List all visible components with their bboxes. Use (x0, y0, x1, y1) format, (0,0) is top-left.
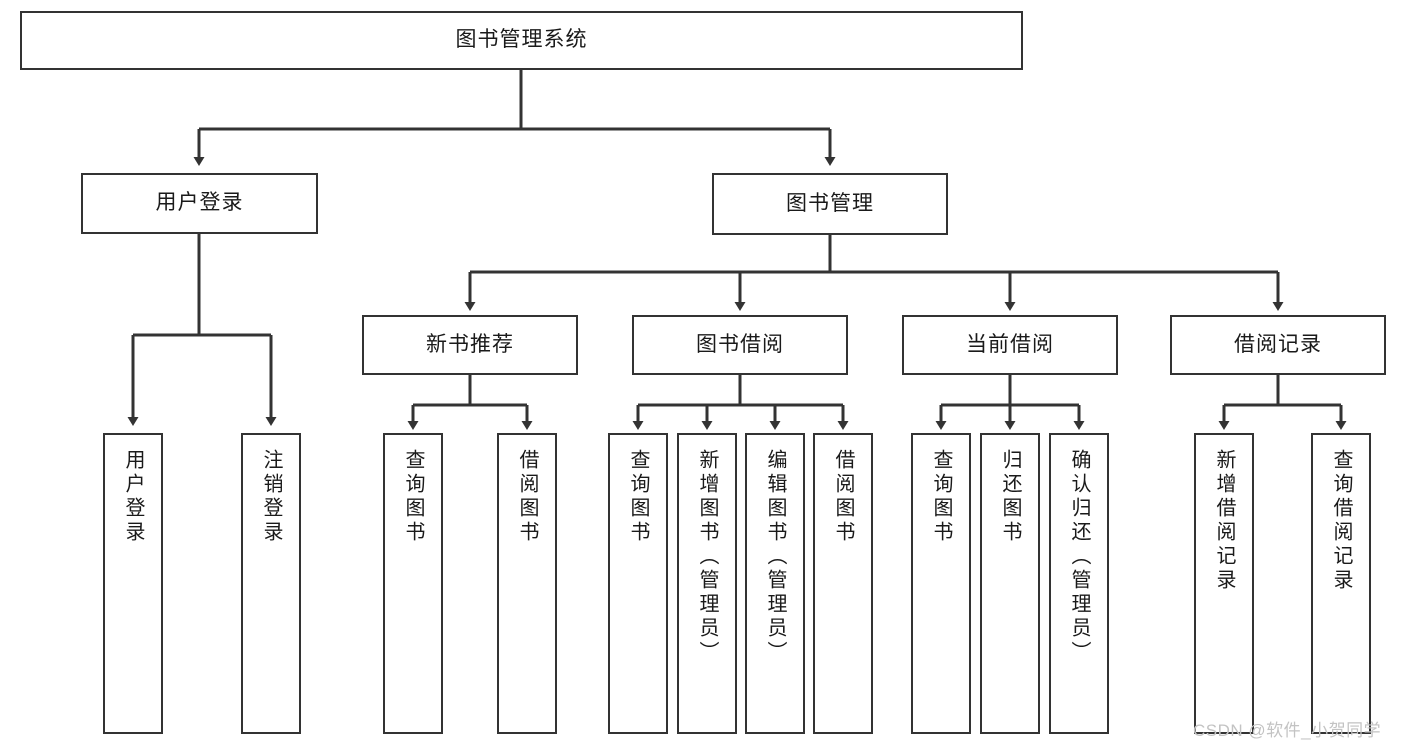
node-label: 用户登录 (155, 191, 244, 215)
node-leaf-borrow-query-book[interactable]: 查询图书 (608, 433, 668, 734)
node-leaf-user-login[interactable]: 用户登录 (103, 433, 163, 734)
node-branch-book-management[interactable]: 图书管理 (712, 173, 948, 235)
node-group-current-borrow[interactable]: 当前借阅 (902, 315, 1118, 375)
node-leaf-borrow-borrow-book[interactable]: 借阅图书 (813, 433, 873, 734)
node-leaf-user-logout[interactable]: 注销登录 (241, 433, 301, 734)
node-leaf-current-query-book[interactable]: 查询图书 (911, 433, 971, 734)
node-leaf-recommend-query-book[interactable]: 查询图书 (383, 433, 443, 734)
node-label: 新增图书（管理员） (696, 449, 718, 665)
node-label: 借阅图书 (516, 449, 538, 545)
node-label: 编辑图书（管理员） (764, 449, 786, 665)
node-label: 归还图书 (999, 449, 1021, 545)
node-group-new-book-recommend[interactable]: 新书推荐 (362, 315, 578, 375)
node-label: 图书管理系统 (455, 28, 588, 52)
node-label: 图书借阅 (696, 332, 784, 356)
node-label: 查询借阅记录 (1330, 449, 1352, 593)
node-label: 当前借阅 (966, 332, 1054, 356)
node-leaf-borrow-add-book[interactable]: 新增图书（管理员） (677, 433, 737, 734)
node-leaf-current-confirm-return[interactable]: 确认归还（管理员） (1049, 433, 1109, 734)
watermark-text: CSDN @软件_小贺同学 (1193, 721, 1382, 740)
node-label: 借阅图书 (832, 449, 854, 545)
node-label: 用户登录 (122, 449, 144, 545)
node-label: 新增借阅记录 (1213, 449, 1235, 593)
node-group-borrow-record[interactable]: 借阅记录 (1170, 315, 1386, 375)
node-label: 新书推荐 (426, 332, 514, 356)
node-leaf-borrow-edit-book[interactable]: 编辑图书（管理员） (745, 433, 805, 734)
node-label: 确认归还（管理员） (1068, 449, 1090, 665)
node-branch-user-login[interactable]: 用户登录 (81, 173, 318, 234)
node-label: 图书管理 (786, 191, 874, 215)
node-label: 注销登录 (260, 449, 282, 545)
node-label: 查询图书 (930, 449, 952, 545)
node-leaf-current-return-book[interactable]: 归还图书 (980, 433, 1040, 734)
node-root-system[interactable]: 图书管理系统 (20, 11, 1023, 70)
node-label: 借阅记录 (1234, 332, 1322, 356)
node-leaf-record-query-record[interactable]: 查询借阅记录 (1311, 433, 1371, 734)
node-label: 查询图书 (402, 449, 424, 545)
node-leaf-recommend-borrow-book[interactable]: 借阅图书 (497, 433, 557, 734)
node-leaf-record-add-record[interactable]: 新增借阅记录 (1194, 433, 1254, 734)
node-group-book-borrow[interactable]: 图书借阅 (632, 315, 848, 375)
node-label: 查询图书 (627, 449, 649, 545)
